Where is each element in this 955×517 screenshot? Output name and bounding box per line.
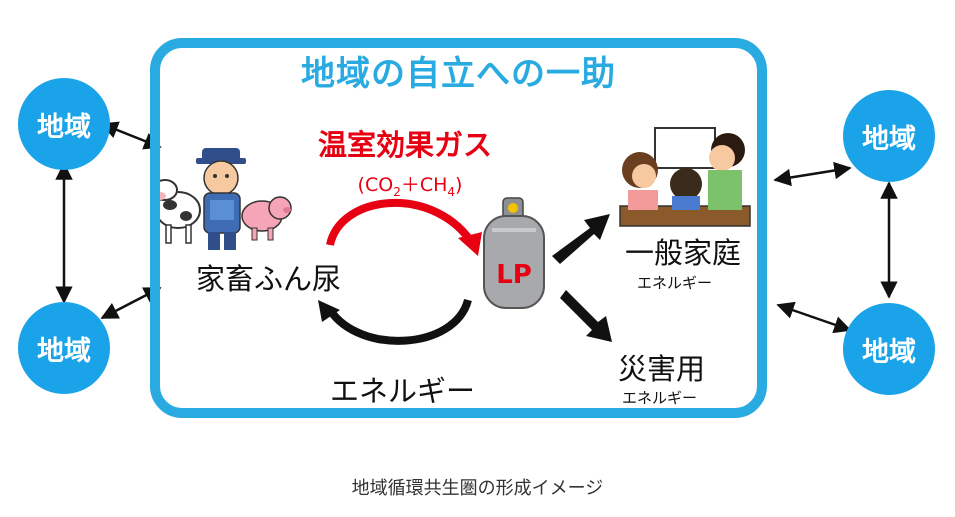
- cycle-arrows: [318, 198, 482, 345]
- region-label: 地域: [862, 336, 916, 368]
- disaster-label: 災害用: [618, 352, 706, 386]
- connector-topright-frame: [773, 161, 852, 187]
- connector-bottomright-frame: [776, 301, 852, 334]
- energy-return-arrow: [326, 298, 472, 345]
- farmer-illustration: [196, 148, 246, 250]
- region-connectors: [55, 121, 898, 334]
- region-autonomy-frame: [150, 38, 767, 418]
- region-label: 地域: [862, 123, 916, 155]
- region-circle-bottom-left: 地域: [18, 302, 110, 394]
- ghg-arrow: [326, 198, 474, 247]
- region-label: 地域: [37, 111, 91, 143]
- ghg-label: 温室効果ガス: [317, 128, 492, 162]
- lp-label: LP: [496, 260, 532, 290]
- region-circle-top-left: 地域: [18, 78, 110, 170]
- arrow-to-disaster: [560, 290, 612, 342]
- household-energy-label: エネルギー: [637, 274, 713, 292]
- household-label: 一般家庭: [625, 236, 742, 270]
- disaster-energy-label: エネルギー: [622, 389, 698, 407]
- region-circle-top-right: 地域: [843, 90, 935, 182]
- energy-label: エネルギー: [330, 374, 476, 408]
- family-illustration: [619, 127, 751, 227]
- branch-arrows: [552, 214, 612, 342]
- ghg-formula: (CO2＋CH4): [357, 174, 463, 199]
- pig-illustration: [241, 196, 292, 241]
- lp-tank-illustration: [483, 197, 545, 309]
- figure-caption: 地域循環共生圏の形成イメージ: [351, 478, 604, 499]
- region-circle-bottom-right: 地域: [843, 303, 935, 395]
- arrow-to-household: [552, 214, 610, 264]
- manure-label: 家畜ふん尿: [196, 262, 342, 296]
- region-label: 地域: [37, 335, 91, 367]
- diagram-title: 地域の自立への一助: [301, 54, 616, 94]
